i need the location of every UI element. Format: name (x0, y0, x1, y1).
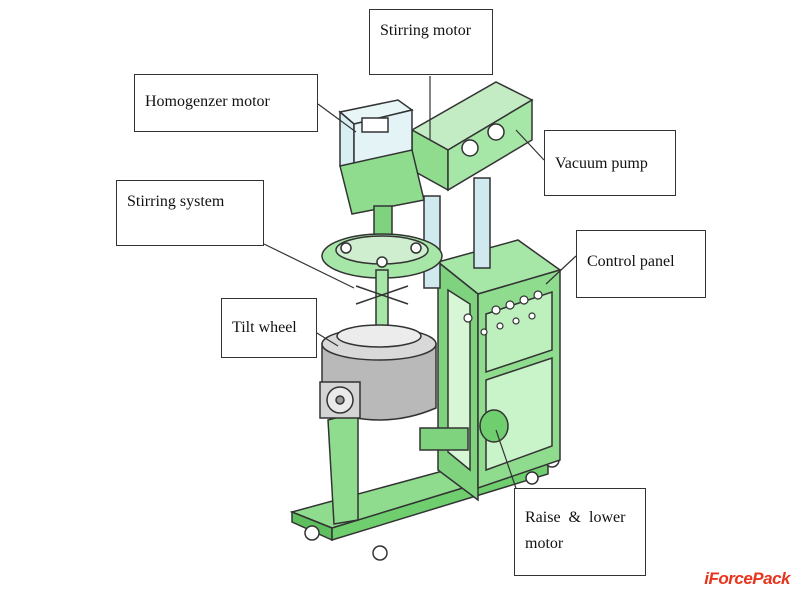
cabinet-frame (436, 239, 562, 502)
label-stirring-system: Stirring system (116, 180, 264, 246)
label-tilt-wheel: Tilt wheel (221, 298, 317, 358)
label-homogenizer-motor-text: Homogenzer motor (145, 93, 270, 110)
logo-brand: Force (708, 569, 753, 588)
label-tilt-wheel-text: Tilt wheel (232, 319, 297, 336)
label-raise-lower-line2: motor (525, 535, 564, 552)
vessel-lid (321, 233, 443, 279)
logo-prefix: i (704, 569, 709, 588)
label-control-panel: Control panel (576, 230, 706, 298)
leader-lines (263, 76, 577, 501)
label-stirring-system-text: Stirring system (127, 193, 225, 210)
iforcepack-logo: iForcePack (700, 568, 794, 590)
tilt-support (319, 381, 361, 525)
label-raise-lower-line1: Raise & lower (525, 509, 626, 526)
label-homogenizer-motor: Homogenzer motor (134, 74, 318, 132)
stirring-shaft (355, 269, 409, 331)
homogenizer-housing (338, 99, 425, 237)
label-stirring-motor: Stirring motor (369, 9, 493, 75)
label-stirring-motor-text: Stirring motor (380, 22, 472, 39)
label-control-panel-text: Control panel (587, 253, 675, 270)
raise-lower-motor-shape (419, 409, 509, 451)
logo-suffix: Pack (752, 569, 790, 588)
label-vacuum-pump: Vacuum pump (544, 130, 676, 196)
label-raise-lower-motor: Raise & lower motor (514, 488, 646, 576)
control-knobs (463, 290, 543, 336)
label-vacuum-pump-text: Vacuum pump (555, 155, 648, 172)
